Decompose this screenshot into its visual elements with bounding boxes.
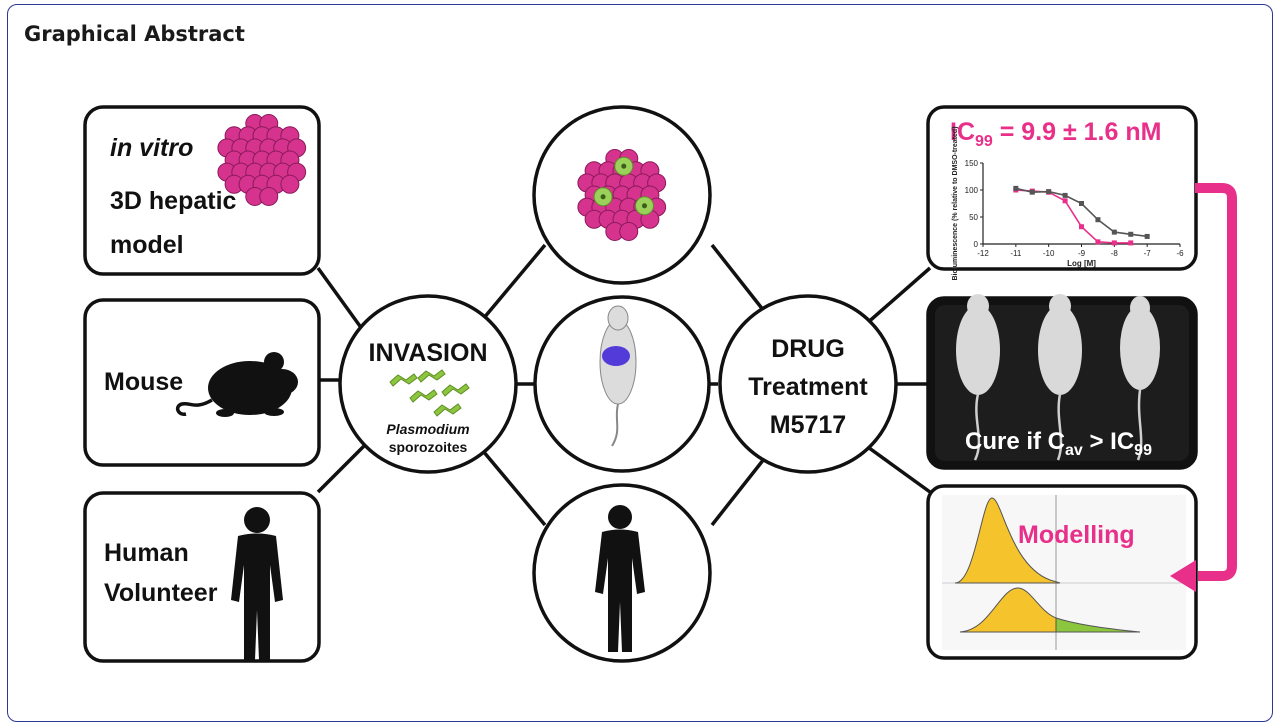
parasite-nucleus (600, 194, 606, 200)
human-label-1: Human (104, 539, 189, 567)
y-axis-label: Bioluminescence (% relative to DMSO-trea… (952, 126, 959, 280)
data-point (1111, 229, 1117, 235)
human-silhouette-icon-left (231, 507, 283, 660)
data-point (1095, 239, 1101, 245)
y-tick-label: 100 (965, 186, 979, 195)
data-point (1095, 217, 1101, 223)
x-tick-label: -12 (977, 249, 989, 258)
pk-distribution-plot (942, 495, 1186, 650)
infected-spheroid-icon (577, 149, 667, 241)
parasite-nucleus (621, 163, 627, 169)
x-tick-label: -8 (1111, 249, 1119, 258)
drug-label-2: Treatment (748, 373, 868, 401)
in-vitro-label-1: in vitro (110, 134, 193, 162)
data-point (1029, 189, 1035, 195)
feedback-arrow (1170, 183, 1237, 592)
y-tick-label: 50 (969, 213, 978, 222)
sporozoites-label: sporozoites (389, 439, 468, 455)
data-point (1046, 189, 1052, 195)
hepatocyte-cell (259, 186, 279, 206)
treated-mice-image (935, 294, 1189, 461)
abstract-frame (7, 4, 1273, 722)
invasion-node (338, 294, 518, 474)
data-point (1144, 233, 1150, 239)
mouse-label: Mouse (104, 368, 183, 396)
mouse-box (83, 298, 321, 467)
human-silhouette-icon-center (595, 505, 645, 652)
drug-label-1: DRUG (771, 335, 845, 363)
x-tick-label: -10 (1043, 249, 1055, 258)
x-tick-label: -11 (1010, 249, 1022, 258)
x-tick-label: -7 (1144, 249, 1152, 258)
human-label-2: Volunteer (104, 579, 218, 607)
mouse-silhouette-icon (175, 352, 298, 417)
data-point (1128, 231, 1134, 237)
cure-condition-label: Cure if Cav > IC99 (965, 428, 1152, 459)
drug-node (718, 294, 898, 474)
x-tick-label: -6 (1176, 249, 1184, 258)
human-box (83, 491, 321, 663)
mouse-bioluminescence-icon (599, 305, 637, 447)
page-title: Graphical Abstract (24, 22, 245, 46)
data-point (1111, 240, 1117, 246)
parasite-nucleus (641, 203, 648, 209)
hepatic-spheroid-icon (217, 114, 307, 206)
hepatocyte-cell (280, 174, 300, 194)
y-tick-label: 150 (965, 159, 979, 168)
data-point (1062, 198, 1068, 204)
x-tick-label: -9 (1078, 249, 1086, 258)
y-tick-label: 0 (974, 240, 979, 249)
invasion-title: INVASION (369, 339, 488, 367)
plasmodium-label: Plasmodium (386, 421, 469, 437)
x-axis-label: Log [M] (1067, 259, 1096, 268)
data-point (1013, 185, 1019, 191)
ic99-heading: IC99 = 9.9 ± 1.6 nM (950, 118, 1161, 150)
series-line (1015, 189, 1131, 244)
sporozoites-icon (389, 369, 470, 417)
in-vitro-label-2: 3D hepatic (110, 187, 237, 215)
data-point (1079, 224, 1084, 230)
modelling-label: Modelling (1018, 521, 1135, 549)
hepatocyte-cell (619, 221, 639, 241)
in-vitro-label-3: model (110, 231, 184, 259)
data-point (1128, 240, 1134, 246)
data-point (1062, 192, 1068, 198)
data-point (1079, 201, 1084, 206)
drug-label-3: M5717 (770, 411, 846, 439)
